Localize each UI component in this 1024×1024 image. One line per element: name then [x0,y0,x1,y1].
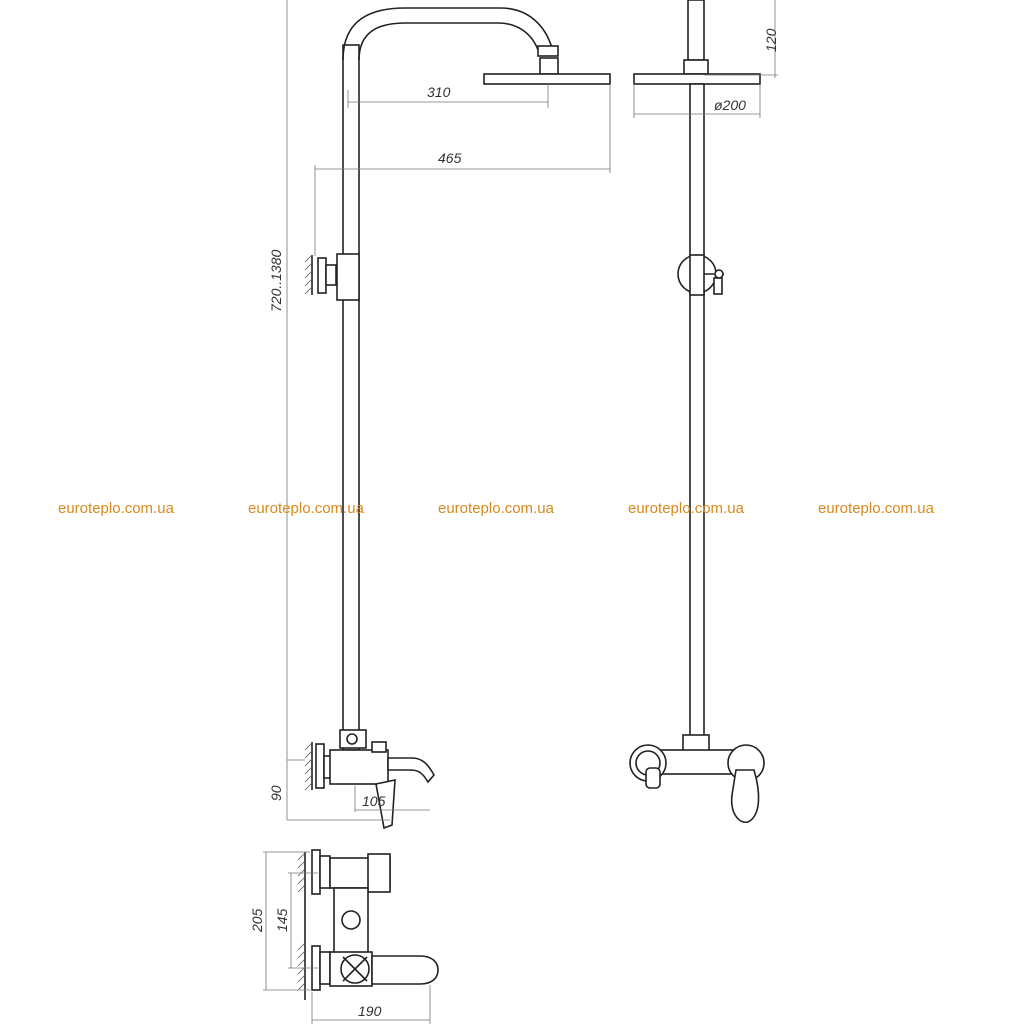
swivel-joint [537,45,559,57]
front-riser-pipe [689,83,705,753]
bath-mixer-side [304,729,435,830]
watermark-text: euroteplo.com.ua [818,500,934,517]
mixer-lever-side [375,778,396,830]
shower-head-neck [539,57,559,75]
dim-arm-reach: 310 [427,84,451,100]
watermark-text: euroteplo.com.ua [628,500,744,517]
bath-mixer-front [629,734,765,823]
front-view [629,0,778,823]
dim-height-range: 720..1380 [268,250,284,312]
dim-plan-depth: 205 [249,908,265,933]
watermark-text: euroteplo.com.ua [438,500,554,517]
watermark-text: euroteplo.com.ua [248,500,364,517]
front-shower-head [633,73,761,85]
dim-top-height: 120 [763,28,779,52]
watermark-text: euroteplo.com.ua [58,500,174,517]
dim-head-diameter: ø200 [714,97,746,113]
dim-plan-offset: 145 [274,908,290,932]
spout [387,757,435,784]
shower-arm-outer [342,7,553,61]
shower-arm-inner [358,22,539,61]
front-head-neck [683,59,709,75]
side-dimensions [286,0,611,821]
dim-mixer-height: 90 [268,785,284,801]
side-view: 310 465 720..1380 90 105 [268,0,611,830]
shower-head [483,73,611,85]
plan-view [263,849,439,1024]
plan-spout [371,955,439,985]
dim-plan-width: 190 [358,1003,382,1019]
dim-total-reach: 465 [438,150,462,166]
riser-pipe [342,44,360,751]
wall-bracket [304,253,360,301]
front-upper-pipe [687,0,705,61]
mixer-lever-front [730,769,760,823]
dim-spout-length: 105 [362,793,386,809]
